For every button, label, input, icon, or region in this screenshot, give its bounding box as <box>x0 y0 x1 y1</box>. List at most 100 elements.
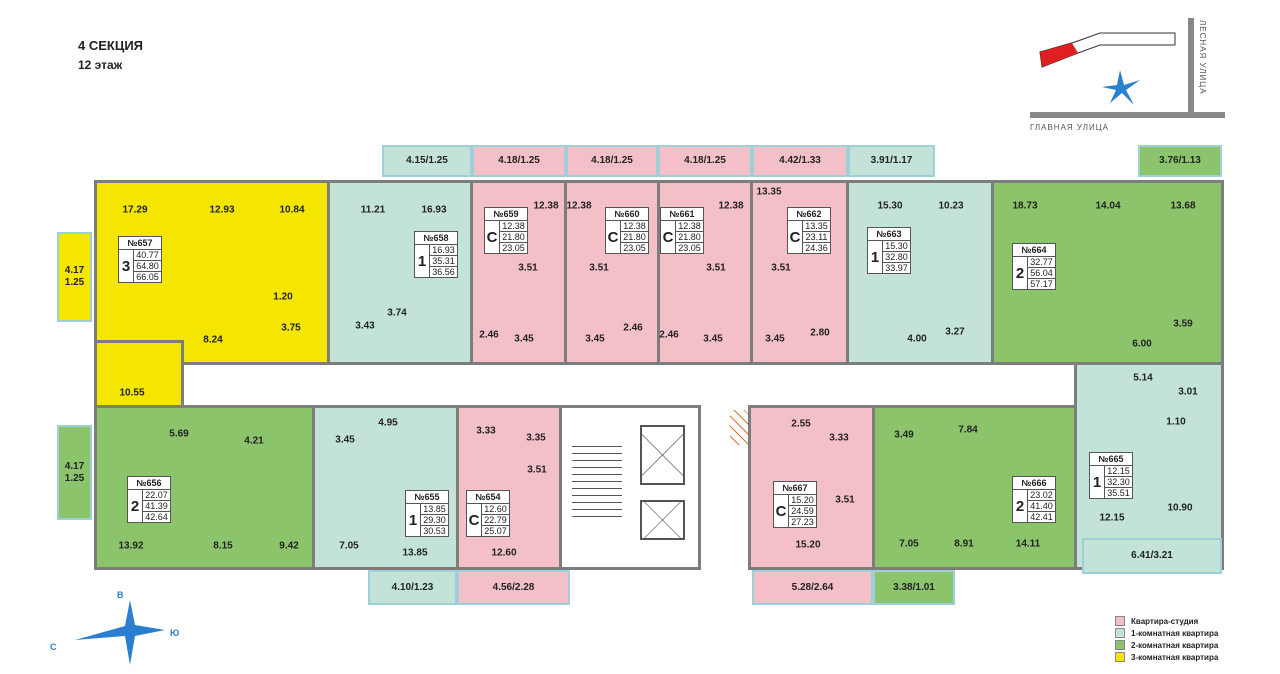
room-area-label: 14.11 <box>1015 538 1041 550</box>
balcony: 4.18/1.25 <box>472 145 566 177</box>
legend-swatch <box>1115 616 1125 626</box>
room-area-label: 13.85 <box>402 547 428 559</box>
room-area-label: 12.93 <box>209 204 235 216</box>
room-area-label: 12.38 <box>718 200 744 212</box>
apartment-number: №667 <box>774 482 816 495</box>
compass: В Ю С <box>45 590 195 669</box>
apartment-type: 2 <box>1015 264 1025 282</box>
apartment-area: 21.80 <box>676 232 703 243</box>
room-area-label: 13.92 <box>118 540 144 552</box>
street-main-label: ГЛАВНАЯ УЛИЦА <box>1030 123 1109 132</box>
apartment-area: 56.04 <box>1028 268 1055 279</box>
room-area-label: 14.04 <box>1095 200 1121 212</box>
room-area-label: 3.27 <box>945 326 965 338</box>
room-area-label: 2.55 <box>791 418 811 430</box>
room-area-label: 3.33 <box>476 425 496 437</box>
balcony: 3.38/1.01 <box>873 570 955 605</box>
room-area-label: 3.43 <box>355 320 375 332</box>
room-area-label: 13.68 <box>1170 200 1196 212</box>
apartment-area: 12.38 <box>676 221 703 232</box>
apartment-type: C <box>468 511 480 529</box>
room-area-label: 3.74 <box>387 307 407 319</box>
apartment-area: 15.30 <box>883 241 910 252</box>
apartment-area: 23.05 <box>623 243 646 253</box>
room-area-label: 3.33 <box>829 432 849 444</box>
balcony: 4.17 1.25 <box>57 232 92 322</box>
elevator-icon <box>640 425 685 485</box>
site-map-drawing <box>1030 18 1225 118</box>
room-area-label: 4.21 <box>244 435 264 447</box>
apartment-area: 33.97 <box>885 263 908 273</box>
apartment-657-room <box>94 340 184 408</box>
apartment-area: 32.77 <box>1028 257 1055 268</box>
apartment-area: 12.60 <box>482 504 509 515</box>
room-area-label: 2.46 <box>659 329 679 341</box>
apartment-area: 12.38 <box>500 221 527 232</box>
apartment-654[interactable] <box>456 405 562 570</box>
room-area-label: 12.60 <box>491 547 517 559</box>
apartment-type: 2 <box>1015 497 1025 515</box>
legend: Квартира-студия 1-комнатная квартира 2-к… <box>1115 615 1218 663</box>
apartment-area: 12.15 <box>1105 466 1132 477</box>
apartment-number: №659 <box>485 208 527 221</box>
room-area-label: 8.91 <box>954 538 974 550</box>
apartment-type: 1 <box>408 511 418 529</box>
compass-west-label: С <box>50 642 57 652</box>
room-area-label: 3.45 <box>335 434 355 446</box>
legend-label: 2-комнатная квартира <box>1131 640 1219 650</box>
apartment-type: 2 <box>130 497 140 515</box>
stairs-icon <box>572 440 622 520</box>
room-area-label: 12.15 <box>1099 512 1125 524</box>
room-area-label: 3.45 <box>514 333 534 345</box>
apartment-area: 29.30 <box>421 515 448 526</box>
apartment-number: №665 <box>1090 453 1132 466</box>
room-area-label: 12.38 <box>566 200 592 212</box>
balcony: 4.18/1.25 <box>566 145 658 177</box>
room-area-label: 15.20 <box>795 539 821 551</box>
apartment-area: 23.05 <box>502 243 525 253</box>
apartment-type: 1 <box>417 252 427 270</box>
room-area-label: 2.46 <box>479 329 499 341</box>
apartment-area: 42.41 <box>1030 512 1053 522</box>
apartment-655[interactable] <box>312 405 459 570</box>
apartment-area: 35.51 <box>1107 488 1130 498</box>
room-area-label: 5.14 <box>1133 372 1153 384</box>
apartment-663[interactable] <box>846 180 994 365</box>
compass-north-label: В <box>117 590 124 600</box>
compass-rose-icon <box>75 600 165 665</box>
room-area-label: 10.55 <box>119 387 145 399</box>
apartment-area: 57.17 <box>1030 279 1053 289</box>
apartment-type: C <box>775 502 787 520</box>
room-area-label: 3.49 <box>894 429 914 441</box>
apartment-number: №658 <box>415 232 457 245</box>
apartment-number: №660 <box>606 208 648 221</box>
apartment-area: 41.40 <box>1028 501 1055 512</box>
apartment-area: 13.85 <box>421 504 448 515</box>
apartment-area: 22.79 <box>482 515 509 526</box>
room-area-label: 2.46 <box>623 322 643 334</box>
legend-label: 1-комнатная квартира <box>1131 628 1219 638</box>
apartment-number: №666 <box>1013 477 1055 490</box>
balcony: 5.28/2.64 <box>752 570 873 605</box>
room-area-label: 3.51 <box>527 464 547 476</box>
apartment-area: 41.39 <box>143 501 170 512</box>
apartment-area: 24.59 <box>789 506 816 517</box>
room-area-label: 3.51 <box>706 262 726 274</box>
apartment-area: 66.05 <box>136 272 159 282</box>
apartment-type: C <box>662 228 674 246</box>
apartment-area: 21.80 <box>621 232 648 243</box>
